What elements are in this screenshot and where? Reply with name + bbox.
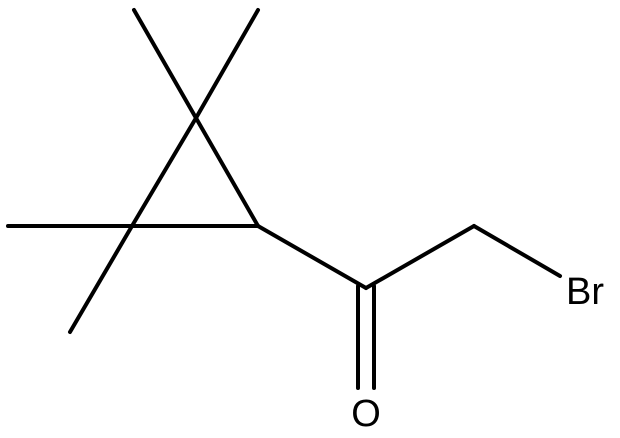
- ring-to-carbonyl-bond: [256, 224, 368, 290]
- methyl-bond-top-right: [194, 8, 260, 120]
- ring-bond-top-left: [130, 116, 198, 228]
- ring-bond-top-right: [194, 116, 260, 228]
- bromine-atom-label: Br: [566, 271, 604, 313]
- methyl-bond-top-left: [132, 8, 198, 120]
- methyl-bond-lower-left: [68, 224, 134, 334]
- oxygen-atom-label: O: [351, 393, 381, 435]
- carbonyl-to-methylene-bond: [364, 224, 476, 290]
- methylene-to-bromine-bond: [472, 224, 562, 278]
